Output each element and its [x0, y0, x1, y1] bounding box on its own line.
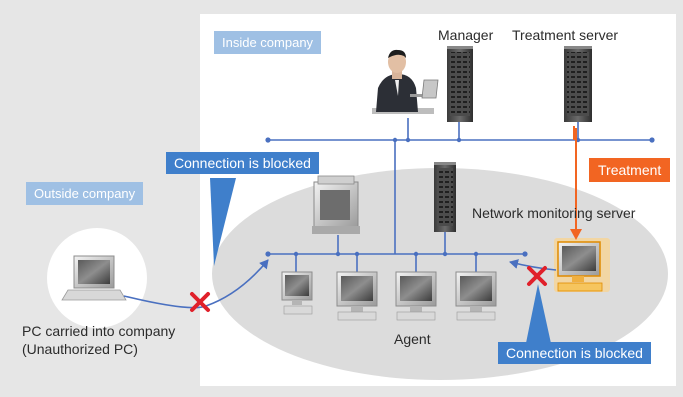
pc-carried-label-line2: (Unauthorized PC) — [22, 341, 138, 357]
treatment-server-icon — [564, 46, 592, 122]
manager-label: Manager — [438, 27, 494, 43]
network-monitoring-server-label: Network monitoring server — [472, 205, 636, 221]
block-mark-right — [527, 266, 547, 286]
outside-laptop-icon — [47, 228, 147, 328]
connection-blocked-callout-bottom: Connection is blocked — [498, 342, 651, 364]
printer-icon — [312, 175, 360, 234]
treatment-server-label: Treatment server — [512, 27, 619, 43]
blocked-connection-line-right — [509, 259, 557, 271]
unauthorized-desktop-icon — [554, 238, 610, 292]
outside-company-tag: Outside company — [26, 182, 144, 205]
manager-icon — [372, 49, 439, 114]
agent-desktop-2 — [336, 271, 378, 321]
inside-company-tag: Inside company — [214, 31, 322, 54]
agent-label: Agent — [394, 331, 431, 347]
treatment-tag: Treatment — [589, 158, 671, 182]
agent-desktop-1 — [281, 271, 313, 315]
manager-server-icon — [447, 46, 473, 122]
agent-desktop-3 — [395, 271, 437, 321]
pc-carried-label-line1: PC carried into company — [22, 323, 176, 339]
callout-tail-bottom — [525, 284, 552, 348]
connection-blocked-callout-top: Connection is blocked — [166, 152, 319, 174]
network-monitoring-server-icon — [434, 162, 456, 232]
agent-desktop-4 — [455, 271, 497, 321]
block-mark-left — [190, 292, 210, 312]
callout-tail-top — [210, 178, 236, 266]
